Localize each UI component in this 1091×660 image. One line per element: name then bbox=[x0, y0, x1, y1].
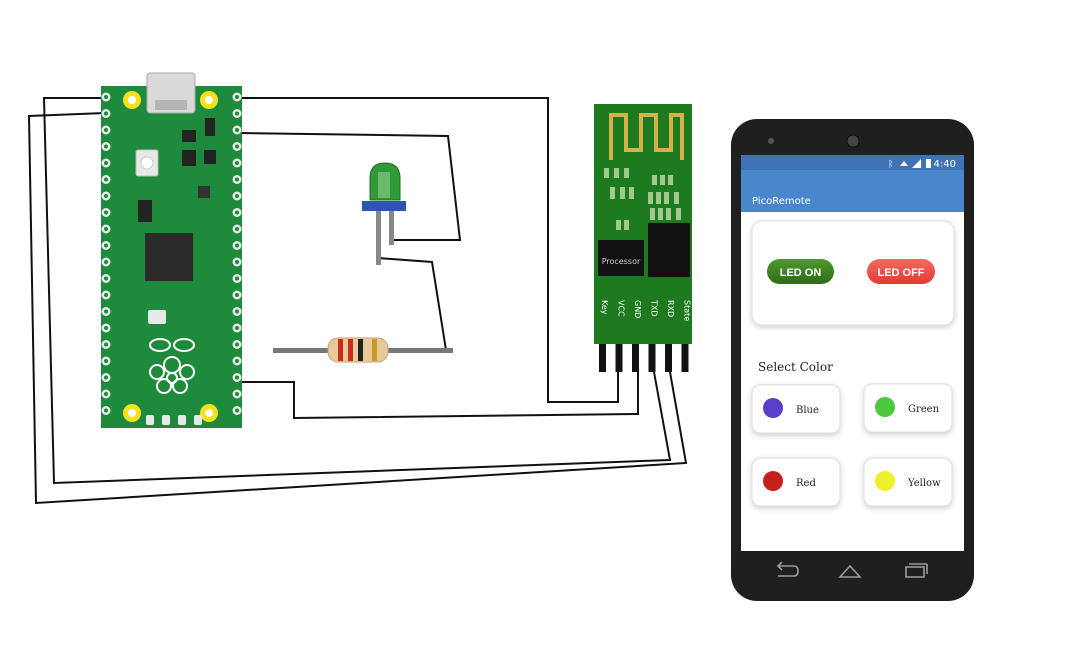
color-button-red[interactable]: Red bbox=[751, 457, 841, 507]
color-button-yellow[interactable]: Yellow bbox=[863, 457, 953, 507]
color-button-green[interactable]: Green bbox=[863, 383, 953, 433]
raspberry-pi-pico bbox=[101, 72, 242, 428]
led-off-label: LED OFF bbox=[877, 267, 924, 279]
home-icon[interactable] bbox=[838, 564, 862, 578]
led-leg-cathode bbox=[376, 211, 381, 265]
led-leg-anode bbox=[389, 211, 394, 245]
led bbox=[362, 162, 406, 265]
color-dot bbox=[875, 471, 895, 491]
led-on-button[interactable]: LED ON bbox=[767, 259, 834, 284]
module-pin-label: VCC bbox=[617, 300, 626, 317]
led-rim bbox=[362, 201, 406, 211]
sensor bbox=[768, 138, 774, 144]
module-header-pin bbox=[665, 344, 672, 372]
bluetooth-icon: ᛒ bbox=[888, 159, 893, 170]
status-bar bbox=[741, 155, 964, 170]
led-off-button[interactable]: LED OFF bbox=[867, 259, 935, 284]
color-button-label: Yellow bbox=[907, 478, 941, 489]
smartphone: 4:40 ᛒ PicoRemote LED ON LED OFF Select … bbox=[731, 119, 974, 601]
antenna-trace bbox=[609, 113, 684, 160]
module-header-pin bbox=[648, 344, 656, 372]
module-pin-label: State bbox=[683, 300, 692, 321]
app-bar bbox=[741, 170, 964, 212]
module-pin-labels: Key VCC GND TXD RXD State bbox=[600, 299, 692, 321]
nav-bar bbox=[776, 561, 928, 578]
pico-pins bbox=[101, 92, 242, 425]
app-title: PicoRemote bbox=[752, 196, 811, 207]
wire-gnd bbox=[238, 372, 639, 420]
signal-icon bbox=[912, 159, 921, 168]
processor-chip bbox=[598, 240, 644, 276]
wire-vcc bbox=[238, 97, 619, 403]
debug-pin bbox=[194, 415, 202, 425]
module-pin-label: GND bbox=[633, 300, 642, 318]
wires bbox=[27, 97, 688, 505]
raspberry-logo bbox=[149, 338, 195, 394]
module-pin-label: TXD bbox=[650, 299, 659, 317]
memory-chip bbox=[648, 223, 690, 277]
select-color-label: Select Color bbox=[758, 360, 833, 374]
debug-pin bbox=[178, 415, 186, 425]
bluetooth-module: Processor Key VCC GND TXD RXD State bbox=[594, 104, 692, 372]
status-icons: ᛒ bbox=[888, 159, 931, 170]
wifi-icon bbox=[900, 161, 908, 166]
color-button-label: Blue bbox=[796, 405, 819, 416]
color-dot bbox=[763, 471, 783, 491]
module-header-pins bbox=[599, 344, 689, 372]
module-header-pin bbox=[615, 344, 623, 372]
color-dot bbox=[875, 397, 895, 417]
debug-pin bbox=[162, 415, 170, 425]
wire-rxd bbox=[27, 112, 688, 505]
debug-pin bbox=[146, 415, 154, 425]
wire-txd bbox=[42, 97, 672, 485]
resistor bbox=[273, 337, 453, 363]
module-pin-label: Key bbox=[600, 300, 609, 315]
recents-icon[interactable] bbox=[905, 563, 928, 578]
front-camera bbox=[846, 134, 860, 148]
led-control-card bbox=[751, 220, 955, 326]
color-button-blue[interactable]: Blue bbox=[751, 384, 841, 434]
color-button-label: Red bbox=[796, 478, 816, 489]
battery-icon bbox=[926, 159, 931, 168]
back-icon[interactable] bbox=[776, 561, 799, 577]
led-on-label: LED ON bbox=[780, 267, 822, 279]
module-header-pin bbox=[632, 344, 639, 372]
color-button-label: Green bbox=[908, 404, 940, 415]
wire-led-cathode bbox=[377, 257, 447, 351]
processor-label: Processor bbox=[602, 257, 641, 266]
color-dot bbox=[763, 398, 783, 418]
wire-led-anode bbox=[237, 132, 462, 241]
module-header-pin bbox=[681, 344, 689, 372]
module-pin-label: RXD bbox=[666, 300, 675, 317]
status-time: 4:40 bbox=[934, 159, 956, 170]
rp2040-chip bbox=[145, 233, 193, 281]
module-header-pin bbox=[599, 344, 606, 372]
